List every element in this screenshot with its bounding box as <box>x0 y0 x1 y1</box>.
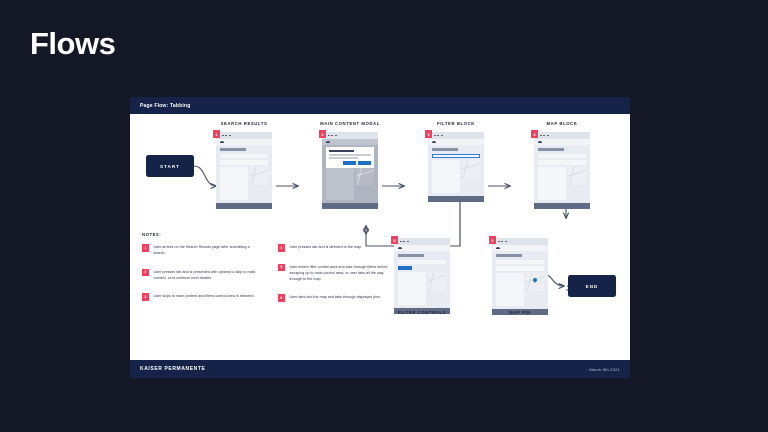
footer-date: March 5th 2021 <box>589 366 620 372</box>
note-item: 4 User presses tab and is directed to th… <box>278 244 396 252</box>
map-thumbnail <box>462 160 480 179</box>
content-pane <box>538 166 566 200</box>
card-body <box>534 145 590 203</box>
flow-canvas: START END SEARCH RESULTS MAIN CONTENT MO… <box>130 114 630 360</box>
flow-board: Page Flow: Tabbing <box>130 97 630 378</box>
caption-filter-controls: FILTER CONTROLS <box>397 310 447 315</box>
card-body <box>394 251 450 309</box>
window-dots-icon <box>216 132 272 139</box>
modal-secondary-button[interactable] <box>358 160 371 165</box>
focused-filter-field[interactable] <box>432 153 480 159</box>
card-map-pin[interactable]: 6 <box>489 236 548 315</box>
note-item: 6 User tabs into the map and tabs throug… <box>278 294 396 302</box>
card-toolbar <box>322 139 378 145</box>
card-badge: 2 <box>319 130 326 138</box>
note-number: 6 <box>278 294 285 302</box>
modal-primary-button[interactable] <box>343 160 356 165</box>
map-pin-icon[interactable] <box>532 277 538 283</box>
card-body <box>428 145 484 197</box>
note-text: User presses tab and is presented with o… <box>153 269 256 280</box>
note-number: 1 <box>142 244 149 252</box>
map-thumbnail <box>428 272 446 291</box>
note-text: User arrives on the Search Results page … <box>153 245 250 256</box>
caption-map-block: MAP BLOCK <box>546 121 578 126</box>
note-item: 5 User enters filter control area and ta… <box>278 263 396 283</box>
toolbar-glyph-icon <box>432 140 436 144</box>
card-toolbar <box>394 245 450 251</box>
note-number: 4 <box>278 244 285 252</box>
board-footer: KAISER PERMANENTE March 5th 2021 <box>130 360 630 378</box>
board-header-title: Page Flow: Tabbing <box>140 102 191 109</box>
card-filter-block[interactable]: 3 <box>425 130 484 203</box>
card-badge: 6 <box>489 236 496 244</box>
page-title: Flows <box>30 26 116 61</box>
board-header: Page Flow: Tabbing <box>130 97 630 114</box>
note-number: 5 <box>278 263 285 271</box>
card-badge: 1 <box>213 130 220 138</box>
window-dots-icon <box>394 238 450 245</box>
window-dots-icon <box>492 238 548 245</box>
card-body <box>492 251 548 309</box>
window-dots-icon <box>428 132 484 139</box>
card-footer-bar <box>534 202 590 209</box>
caption-map-pin: MAP PIN <box>509 310 531 315</box>
caption-filter-block: FILTER BLOCK <box>437 121 475 126</box>
modal-dialog[interactable] <box>326 147 374 168</box>
card-footer-bar <box>492 308 548 315</box>
map-thumbnail <box>568 166 586 185</box>
card-filter-controls[interactable]: 5 <box>391 236 450 315</box>
card-footer-bar <box>428 196 484 203</box>
footer-brand: KAISER PERMANENTE <box>140 366 206 372</box>
toolbar-glyph-icon <box>398 246 402 250</box>
card-footer-bar <box>394 308 450 315</box>
note-item: 2 User presses tab and is presented with… <box>142 268 260 282</box>
window-dots-icon <box>534 132 590 139</box>
start-label: START <box>160 163 180 169</box>
content-pane <box>496 272 524 306</box>
card-map-block[interactable]: 4 <box>531 130 590 209</box>
note-number: 3 <box>142 293 149 301</box>
end-terminator[interactable]: END <box>568 275 616 297</box>
card-toolbar <box>428 139 484 145</box>
card-main-content-modal[interactable]: 2 <box>319 130 378 209</box>
card-toolbar <box>216 139 272 145</box>
note-text: User skips to main content and filters c… <box>153 294 255 299</box>
caption-search-results: SEARCH RESULTS <box>220 121 268 126</box>
card-badge: 4 <box>531 130 538 138</box>
toolbar-glyph-icon <box>538 140 542 144</box>
notes-heading: NOTES: <box>142 232 162 237</box>
note-text: User enters filter control area and tabs… <box>289 264 388 282</box>
toolbar-glyph-icon <box>326 140 330 144</box>
card-badge: 5 <box>391 236 398 244</box>
notes-column-left: 1 User arrives on the Search Results pag… <box>142 244 260 313</box>
start-terminator[interactable]: START <box>146 155 194 177</box>
map-thumbnail <box>526 272 544 291</box>
card-toolbar <box>534 139 590 145</box>
map-thumbnail <box>356 166 374 185</box>
toolbar-glyph-icon <box>496 246 500 250</box>
note-item: 1 User arrives on the Search Results pag… <box>142 244 260 257</box>
active-filter-chip[interactable] <box>398 266 413 271</box>
notes-column-right: 4 User presses tab and is directed to th… <box>278 244 396 314</box>
card-body <box>216 145 272 203</box>
toolbar-glyph-icon <box>220 140 224 144</box>
map-thumbnail <box>250 166 268 185</box>
card-toolbar <box>492 245 548 251</box>
card-badge: 3 <box>425 130 432 138</box>
note-text: User presses tab and is directed to the … <box>289 245 363 249</box>
content-pane <box>432 160 460 194</box>
content-pane <box>220 166 248 200</box>
content-pane <box>326 166 354 200</box>
note-item: 3 User skips to main content and filters… <box>142 293 260 301</box>
window-dots-icon <box>322 132 378 139</box>
card-footer-bar <box>322 202 378 209</box>
note-number: 2 <box>142 268 149 277</box>
card-footer-bar <box>216 202 272 209</box>
caption-main-content-modal: MAIN CONTENT MODAL <box>320 121 380 126</box>
content-pane <box>398 272 426 306</box>
end-label: END <box>585 283 599 289</box>
card-search-results[interactable]: 1 <box>213 130 272 209</box>
note-text: User tabs into the map and tabs through … <box>289 295 382 300</box>
